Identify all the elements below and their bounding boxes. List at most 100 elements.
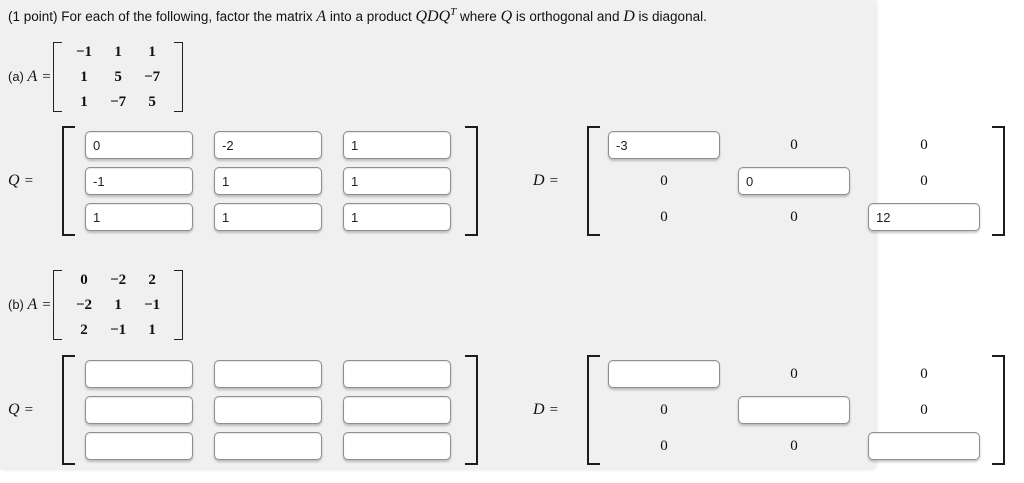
part-a-d-label: D= [533, 172, 587, 190]
math-letter-D: D [533, 401, 545, 418]
part-a-q-input-r3c1[interactable] [85, 203, 193, 231]
part-b-d-label: D= [533, 401, 587, 419]
math-letter-D: D [533, 172, 545, 189]
part-a-q-input-r2c2[interactable] [214, 167, 322, 195]
left-bracket [587, 126, 600, 236]
matrix-a-entry: 1 [148, 43, 156, 60]
part-b-label: (b) A= [8, 296, 53, 314]
part-b-index: (b) [8, 297, 24, 312]
matrix-b-entry: 0 [80, 271, 88, 288]
part-a-q-input-r1c2[interactable] [214, 131, 322, 159]
matrix-a-entry: −7 [110, 93, 127, 110]
right-bracket [174, 42, 184, 112]
left-bracket [62, 126, 75, 236]
equals-sign: = [549, 173, 559, 189]
static-zero: 0 [790, 366, 798, 382]
part-b-q-input-r1c1[interactable] [85, 360, 193, 388]
part-b-d-matrix: D= 0 0 0 0 0 0 [533, 355, 1005, 465]
left-bracket [53, 270, 62, 340]
math-letter-Q: Q [8, 172, 20, 189]
left-bracket [587, 355, 600, 465]
part-a-q-input-r1c1[interactable] [85, 131, 193, 159]
part-a-d-input-r3c3[interactable] [868, 203, 980, 231]
math-letter-Q: Q [8, 401, 20, 418]
part-a-d-input-r1c1[interactable] [608, 131, 720, 159]
matrix-b-entry: −2 [76, 296, 93, 313]
part-b-q-input-r3c1[interactable] [85, 432, 193, 460]
matrix-b-entry: 2 [80, 321, 88, 338]
static-zero: 0 [660, 209, 668, 225]
part-a-index: (a) [8, 69, 24, 84]
matrix-a-entry: 5 [114, 68, 122, 85]
equals-sign: = [549, 402, 559, 418]
left-bracket [62, 355, 75, 465]
part-b-q-input-r3c3[interactable] [343, 432, 451, 460]
matrix-b-entry: 2 [148, 271, 156, 288]
part-b-d-input-r1c1[interactable] [608, 360, 720, 388]
static-zero: 0 [790, 137, 798, 153]
part-b-d-input-r3c3[interactable] [868, 432, 980, 460]
part-b-q-input-r3c2[interactable] [214, 432, 322, 460]
statement-prefix: (1 point) For each of the following, fac… [8, 9, 317, 24]
matrix-b-entry: 1 [148, 321, 156, 338]
math-letter-A: A [27, 68, 38, 85]
static-zero: 0 [660, 173, 668, 189]
part-a-q-input-r2c3[interactable] [343, 167, 451, 195]
equals-sign: = [42, 69, 51, 85]
part-b-q-input-r2c1[interactable] [85, 396, 193, 424]
part-b-q-grid [85, 360, 451, 460]
static-zero: 0 [790, 209, 798, 225]
part-a-q-grid [85, 131, 451, 231]
part-a-q-matrix: Q= [8, 126, 478, 236]
problem-panel [0, 0, 876, 469]
static-zero: 0 [920, 402, 928, 418]
matrix-b-entry: −1 [144, 296, 161, 313]
equals-sign: = [24, 402, 34, 418]
math-letter-A: A [27, 296, 38, 313]
part-b-definition: (b) A= 0 −2 2 −2 1 −1 2 −1 1 [8, 268, 184, 343]
part-a-label: (a) A= [8, 68, 53, 86]
right-bracket [992, 126, 1005, 236]
matrix-a-entry: −1 [76, 43, 93, 60]
matrix-a-entry: −7 [144, 68, 161, 85]
matrix-a-grid: −1 1 1 1 5 −7 1 −7 5 [76, 40, 160, 115]
part-a-q-label: Q= [8, 172, 62, 190]
math-transpose-sup: T [450, 6, 457, 18]
part-b-q-label: Q= [8, 401, 62, 419]
part-b-d-input-r2c2[interactable] [738, 396, 850, 424]
equals-sign: = [42, 297, 51, 313]
part-a-q-input-r3c2[interactable] [214, 203, 322, 231]
part-b-q-input-r2c3[interactable] [343, 396, 451, 424]
statement-mid1: into a product [326, 9, 416, 24]
static-zero: 0 [920, 173, 928, 189]
left-bracket [53, 42, 62, 112]
matrix-a-entry: 1 [80, 68, 88, 85]
static-zero: 0 [790, 438, 798, 454]
static-zero: 0 [660, 402, 668, 418]
right-bracket [465, 355, 478, 465]
part-b-q-input-r2c2[interactable] [214, 396, 322, 424]
part-a-d-input-r2c2[interactable] [738, 167, 850, 195]
static-zero: 0 [920, 366, 928, 382]
part-b-q-matrix: Q= [8, 355, 478, 465]
math-letter-D: D [623, 8, 635, 25]
matrix-b-grid: 0 −2 2 −2 1 −1 2 −1 1 [76, 268, 160, 343]
part-b-q-input-r1c3[interactable] [343, 360, 451, 388]
right-bracket [992, 355, 1005, 465]
problem-statement: (1 point) For each of the following, fac… [8, 6, 707, 26]
part-a-d-grid: 0 0 0 0 0 0 [608, 131, 980, 231]
matrix-b-entry: 1 [114, 296, 122, 313]
statement-suffix: is diagonal. [634, 9, 707, 24]
part-a-q-input-r3c3[interactable] [343, 203, 451, 231]
part-b-q-input-r1c2[interactable] [214, 360, 322, 388]
part-a-q-input-r1c3[interactable] [343, 131, 451, 159]
part-a-q-input-r2c1[interactable] [85, 167, 193, 195]
statement-mid2: where [456, 9, 501, 24]
matrix-a-display: −1 1 1 1 5 −7 1 −7 5 [53, 40, 184, 115]
matrix-a-entry: 5 [148, 93, 156, 110]
right-bracket [465, 126, 478, 236]
matrix-b-entry: −1 [110, 321, 127, 338]
matrix-b-entry: −2 [110, 271, 127, 288]
part-a-d-matrix: D= 0 0 0 0 0 0 [533, 126, 1005, 236]
part-b-d-grid: 0 0 0 0 0 0 [608, 360, 980, 460]
